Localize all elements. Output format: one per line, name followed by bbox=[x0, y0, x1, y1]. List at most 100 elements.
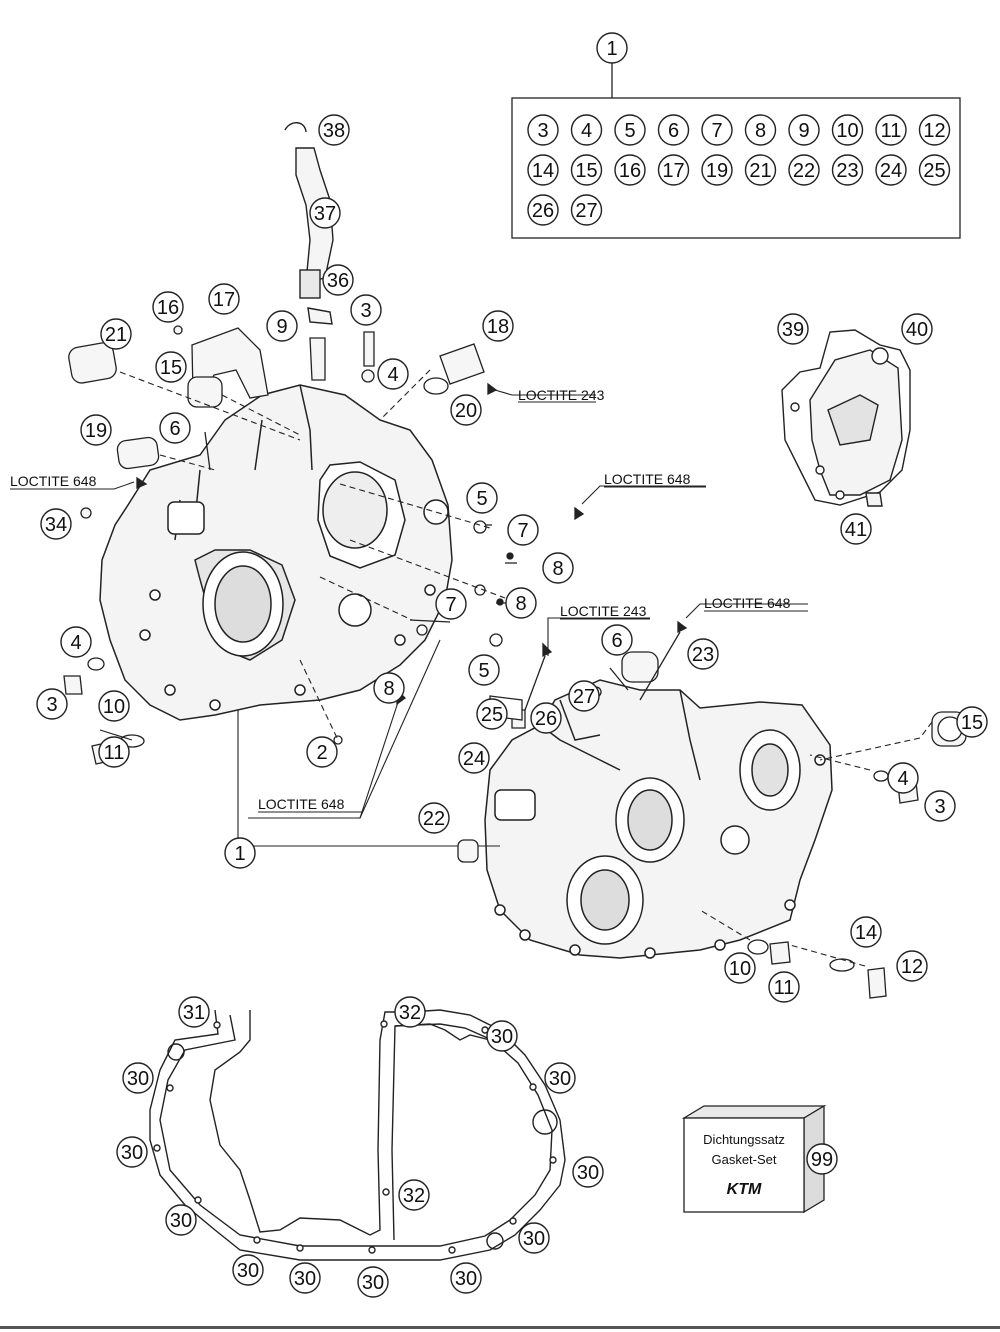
callout-circle bbox=[80, 414, 112, 446]
kit-item-7[interactable]: 7 bbox=[701, 114, 733, 146]
callout-16[interactable]: 16 bbox=[152, 291, 184, 323]
callout-6[interactable]: 6 bbox=[601, 624, 633, 656]
callout-number: 31 bbox=[183, 1002, 205, 1024]
callout-21[interactable]: 21 bbox=[100, 318, 132, 350]
callout-30[interactable]: 30 bbox=[289, 1262, 321, 1294]
loctite-labels: LOCTITE 243 LOCTITE 648 LOCTITE 648 LOCT… bbox=[10, 387, 808, 813]
callout-4[interactable]: 4 bbox=[377, 358, 409, 390]
callout-30[interactable]: 30 bbox=[232, 1254, 264, 1286]
kit-item-15[interactable]: 15 bbox=[570, 154, 603, 186]
callout-31[interactable]: 31 bbox=[178, 996, 210, 1028]
kit-item-6[interactable]: 6 bbox=[657, 114, 690, 146]
callout-3[interactable]: 3 bbox=[924, 790, 956, 822]
kit-item-24[interactable]: 24 bbox=[875, 154, 907, 186]
callout-1[interactable]: 1 bbox=[224, 837, 256, 869]
callout-99[interactable]: 99 bbox=[806, 1143, 838, 1175]
kit-item-8[interactable]: 8 bbox=[744, 114, 777, 146]
callout-24[interactable]: 24 bbox=[458, 742, 490, 774]
kit-item-26[interactable]: 26 bbox=[527, 194, 559, 226]
callout-30[interactable]: 30 bbox=[122, 1062, 154, 1094]
callout-7[interactable]: 7 bbox=[435, 588, 467, 620]
callout-32[interactable]: 32 bbox=[394, 996, 426, 1028]
callout-17[interactable]: 17 bbox=[208, 283, 240, 315]
callout-number: 32 bbox=[399, 1002, 421, 1024]
callout-18[interactable]: 18 bbox=[482, 310, 514, 342]
kit-main-callout[interactable]: 1 bbox=[596, 32, 628, 64]
callout-number: 22 bbox=[423, 808, 445, 830]
kit-item-10[interactable]: 10 bbox=[831, 114, 864, 146]
kit-item-12[interactable]: 12 bbox=[918, 114, 951, 146]
callout-23[interactable]: 23 bbox=[687, 638, 719, 670]
callout-30[interactable]: 30 bbox=[486, 1020, 518, 1052]
callout-32[interactable]: 32 bbox=[398, 1179, 430, 1211]
kit-item-number: 26 bbox=[532, 200, 554, 222]
callout-circle bbox=[887, 762, 919, 794]
callout-number: 99 bbox=[811, 1149, 833, 1171]
callout-11[interactable]: 11 bbox=[768, 971, 800, 1003]
callout-9[interactable]: 9 bbox=[266, 310, 298, 342]
callout-37[interactable]: 37 bbox=[309, 197, 341, 229]
callout-20[interactable]: 20 bbox=[450, 394, 482, 426]
kit-item-27[interactable]: 27 bbox=[570, 194, 603, 226]
callout-30[interactable]: 30 bbox=[165, 1204, 197, 1236]
callout-41[interactable]: 41 bbox=[840, 513, 872, 545]
callout-2[interactable]: 2 bbox=[306, 736, 338, 768]
kit-item-14[interactable]: 14 bbox=[527, 154, 559, 186]
callout-number: 24 bbox=[463, 748, 485, 770]
callout-10[interactable]: 10 bbox=[724, 952, 756, 984]
callout-8[interactable]: 8 bbox=[373, 672, 405, 704]
callout-12[interactable]: 12 bbox=[896, 950, 928, 982]
callout-25[interactable]: 25 bbox=[476, 698, 508, 730]
callout-30[interactable]: 30 bbox=[572, 1156, 604, 1188]
kit-item-number: 25 bbox=[923, 160, 945, 182]
callout-36[interactable]: 36 bbox=[322, 264, 354, 296]
callout-number: 9 bbox=[276, 316, 287, 338]
callout-circle bbox=[724, 952, 756, 984]
callout-15[interactable]: 15 bbox=[155, 351, 187, 383]
kit-item-4[interactable]: 4 bbox=[570, 114, 603, 146]
kit-item-22[interactable]: 22 bbox=[788, 154, 820, 186]
callout-38[interactable]: 38 bbox=[318, 114, 350, 146]
callout-7[interactable]: 7 bbox=[507, 514, 539, 546]
callout-30[interactable]: 30 bbox=[116, 1136, 148, 1168]
callout-14[interactable]: 14 bbox=[850, 916, 882, 948]
callout-40[interactable]: 40 bbox=[901, 313, 933, 345]
callout-30[interactable]: 30 bbox=[357, 1266, 389, 1298]
callout-number: 10 bbox=[103, 696, 125, 718]
callout-30[interactable]: 30 bbox=[518, 1222, 550, 1254]
kit-item-19[interactable]: 19 bbox=[701, 154, 733, 186]
callout-5[interactable]: 5 bbox=[468, 654, 500, 686]
callout-34[interactable]: 34 bbox=[40, 508, 72, 540]
kit-item-11[interactable]: 11 bbox=[875, 114, 907, 146]
callout-number: 15 bbox=[961, 712, 983, 734]
callout-6[interactable]: 6 bbox=[159, 412, 191, 444]
kit-item-21[interactable]: 21 bbox=[744, 154, 777, 186]
kit-item-23[interactable]: 23 bbox=[831, 154, 864, 186]
callout-4[interactable]: 4 bbox=[60, 626, 92, 658]
callout-22[interactable]: 22 bbox=[418, 802, 450, 834]
kit-item-3[interactable]: 3 bbox=[527, 114, 559, 146]
callout-27[interactable]: 27 bbox=[568, 680, 600, 712]
callout-26[interactable]: 26 bbox=[530, 702, 562, 734]
callout-30[interactable]: 30 bbox=[450, 1262, 482, 1294]
callout-4[interactable]: 4 bbox=[887, 762, 919, 794]
kit-item-number: 12 bbox=[923, 120, 945, 142]
callout-8[interactable]: 8 bbox=[505, 587, 537, 619]
callout-circle bbox=[505, 587, 537, 619]
callout-3[interactable]: 3 bbox=[36, 688, 68, 720]
callout-19[interactable]: 19 bbox=[80, 414, 112, 446]
kit-item-number: 16 bbox=[619, 160, 641, 182]
kit-item-16[interactable]: 16 bbox=[614, 154, 646, 186]
callout-8[interactable]: 8 bbox=[542, 552, 574, 584]
kit-item-9[interactable]: 9 bbox=[788, 114, 820, 146]
callout-30[interactable]: 30 bbox=[544, 1062, 576, 1094]
kit-item-5[interactable]: 5 bbox=[614, 114, 646, 146]
callout-15[interactable]: 15 bbox=[956, 706, 988, 738]
callout-5[interactable]: 5 bbox=[466, 482, 498, 514]
kit-item-25[interactable]: 25 bbox=[918, 154, 951, 186]
callout-10[interactable]: 10 bbox=[98, 690, 130, 722]
kit-item-17[interactable]: 17 bbox=[657, 154, 690, 186]
callout-39[interactable]: 39 bbox=[777, 313, 809, 345]
callout-3[interactable]: 3 bbox=[350, 294, 382, 326]
callout-11[interactable]: 11 bbox=[98, 736, 130, 768]
